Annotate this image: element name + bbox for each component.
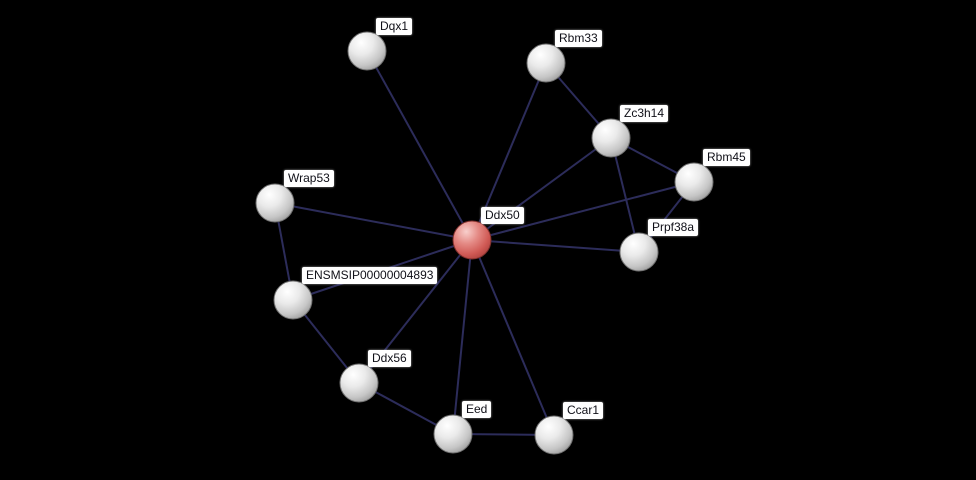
node-label-Prpf38a: Prpf38a: [648, 219, 699, 236]
node-label-Ccar1: Ccar1: [563, 402, 604, 419]
edge-Ddx50-Ccar1[interactable]: [471, 239, 555, 436]
node-Wrap53[interactable]: [255, 183, 295, 223]
node-label-Rbm45: Rbm45: [703, 149, 750, 166]
node-Prpf38a[interactable]: [619, 232, 659, 272]
edge-Ddx50-Dqx1[interactable]: [366, 50, 473, 241]
node-label-Ddx50: Ddx50: [481, 207, 524, 224]
edge-Ddx50-Eed[interactable]: [452, 239, 473, 435]
node-label-Eed: Eed: [462, 401, 492, 418]
edge-Ddx50-Rbm45[interactable]: [471, 181, 695, 241]
node-label-Rbm33: Rbm33: [555, 30, 602, 47]
node-Ddx56[interactable]: [339, 363, 379, 403]
node-Rbm45[interactable]: [674, 162, 714, 202]
node-label-Wrap53: Wrap53: [284, 170, 334, 187]
edge-Ddx50-Prpf38a[interactable]: [471, 239, 640, 253]
node-Rbm33[interactable]: [526, 43, 566, 83]
node-Dqx1[interactable]: [347, 31, 387, 71]
node-Ccar1[interactable]: [534, 415, 574, 455]
node-label-Dqx1: Dqx1: [376, 18, 413, 35]
edge-Zc3h14-Prpf38a[interactable]: [610, 137, 640, 253]
node-label-Ddx56: Ddx56: [368, 350, 411, 367]
edge-Ddx50-Wrap53[interactable]: [274, 202, 473, 241]
node-Zc3h14[interactable]: [591, 118, 631, 158]
node-label-ENSMSIP00000004893: ENSMSIP00000004893: [302, 267, 438, 284]
node-Ddx50[interactable]: [452, 220, 492, 260]
nodes-layer: [255, 31, 714, 455]
node-ENSMSIP00000004893[interactable]: [273, 280, 313, 320]
node-label-Zc3h14: Zc3h14: [620, 105, 669, 122]
node-Eed[interactable]: [433, 414, 473, 454]
